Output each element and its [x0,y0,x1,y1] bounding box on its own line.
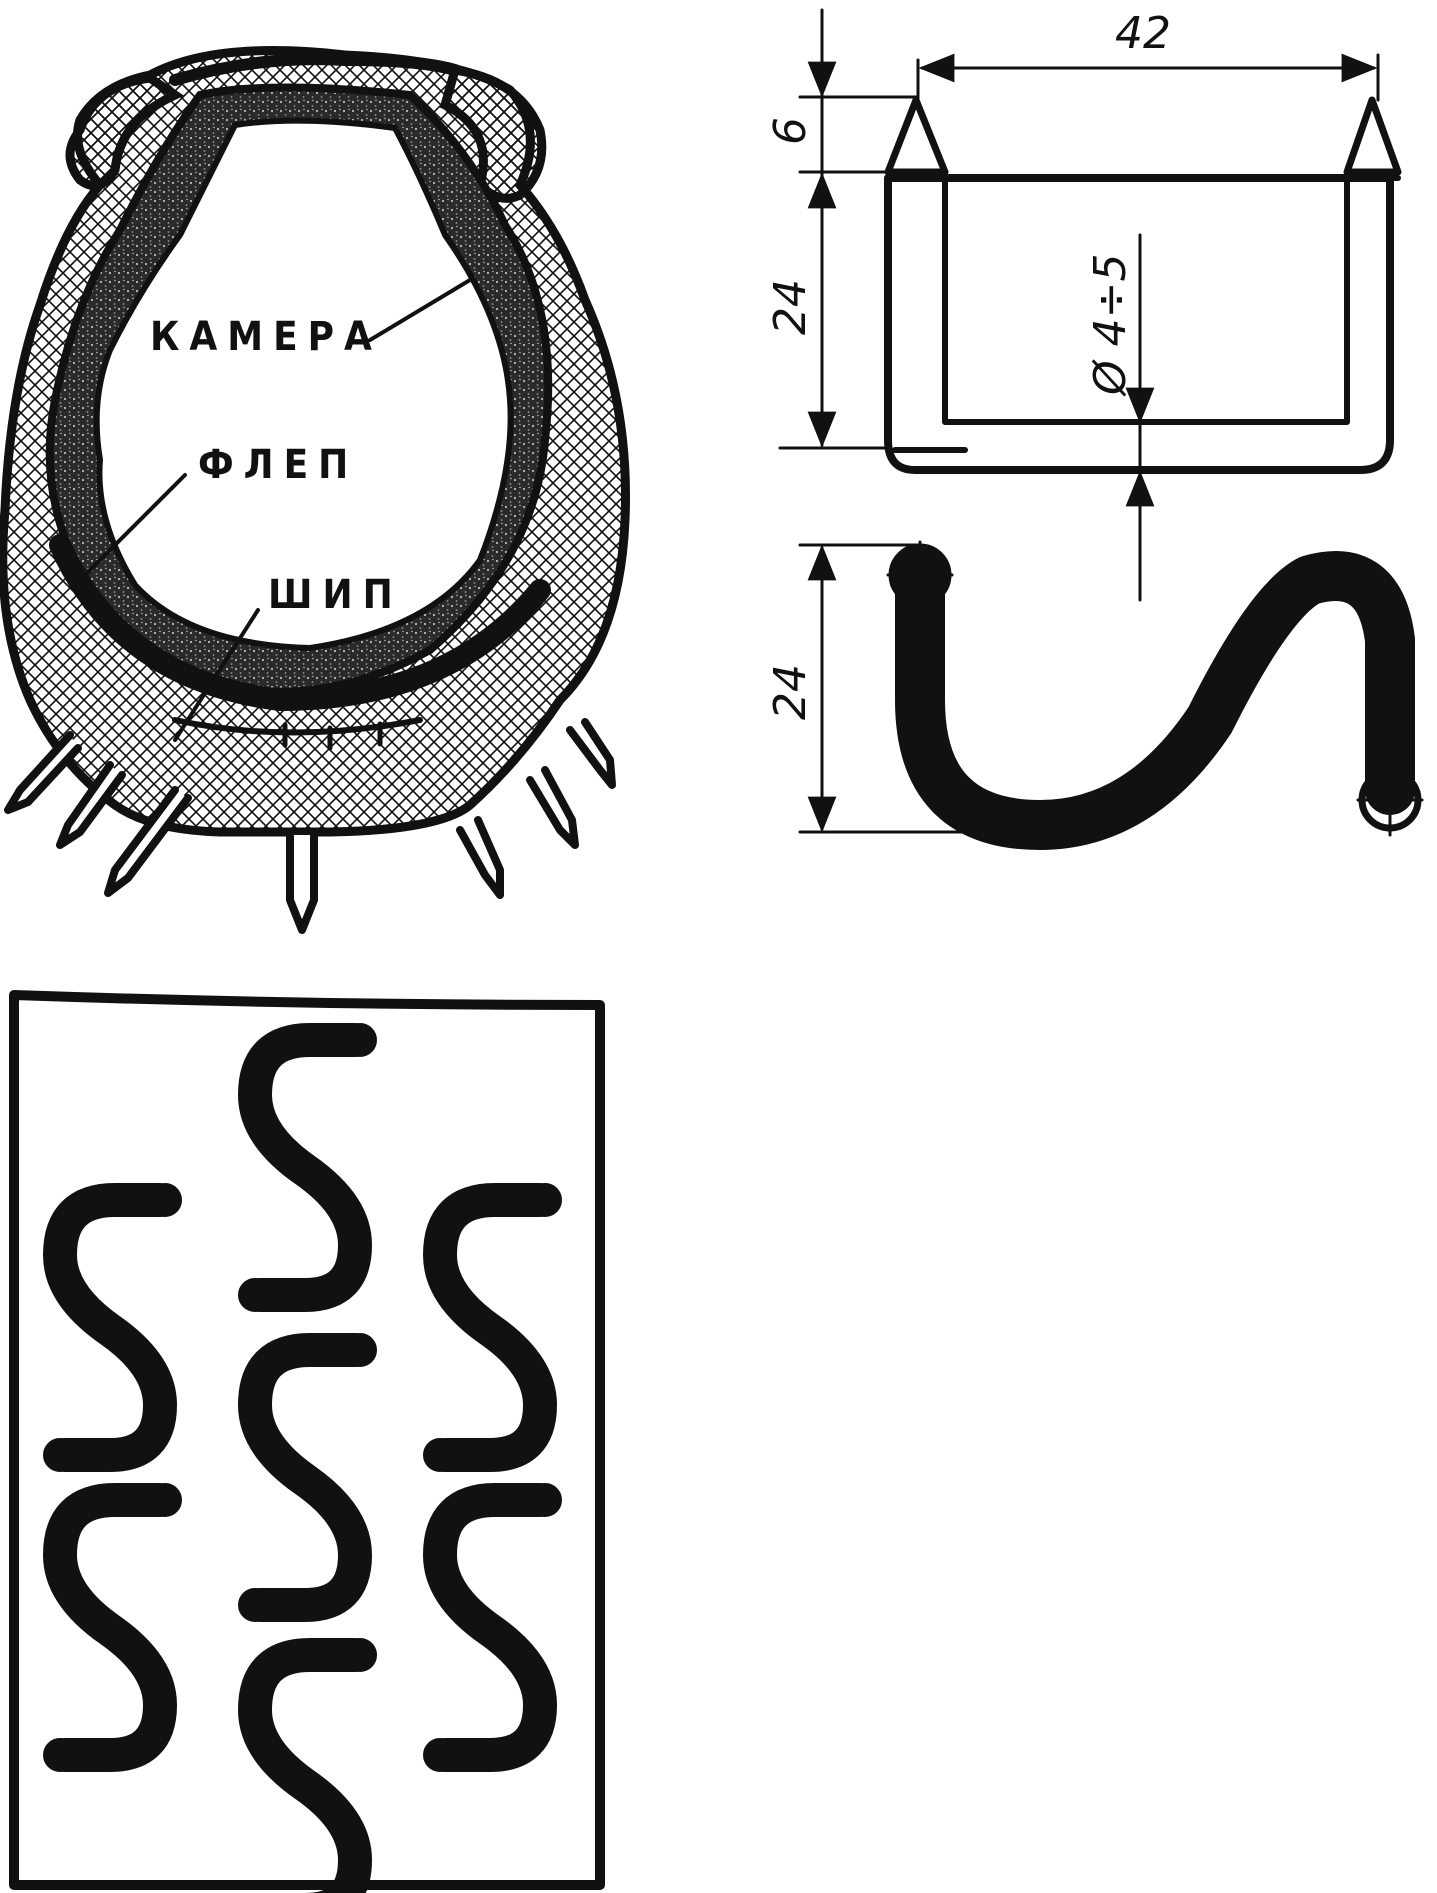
dim-height-bottom: 24 [765,664,816,720]
rim-strip [169,53,461,86]
right-bead [439,64,547,203]
tube-leader [368,278,472,342]
embedded-staple [43,1483,182,1772]
tread-strip [9,990,605,1893]
dim-width: 42 [1115,8,1171,59]
tube-cavity [93,117,514,652]
spike [104,786,192,897]
spike [526,766,579,849]
staple-top-view: 24 [765,540,1424,850]
dim-tip: 6 [765,117,816,145]
right-tip [1343,96,1402,176]
embedded-staple [43,1183,182,1472]
embedded-staple [238,1023,377,1312]
embedded-staple [238,1333,377,1622]
spike [456,816,504,899]
spike [56,761,126,849]
spikes [4,718,616,934]
staple-side-view: 42 6 24 Ø 4÷5 [765,8,1402,602]
dim-diameter: Ø 4÷5 [1085,254,1136,397]
label-flap: ФЛЕП [198,442,358,488]
embedded-staple [423,1483,562,1772]
left-tip [884,96,949,176]
s-staple-pattern [43,1023,562,1893]
spike [4,731,82,814]
strip-outline [9,990,605,1890]
embedded-staple [423,1183,562,1472]
flap-leader [73,473,187,587]
spike-leader [173,608,260,742]
embedded-staple [238,1638,377,1893]
s-staple-inner [903,558,1407,842]
label-tube: КАМЕРА [150,314,382,360]
left-bead [65,73,185,191]
label-spike: ШИП [268,572,403,618]
spike [566,718,616,789]
spike [286,831,318,934]
tire-cross-section: КАМЕРА ФЛЕП ШИП [0,46,630,934]
dim-height-top: 24 [765,279,816,335]
